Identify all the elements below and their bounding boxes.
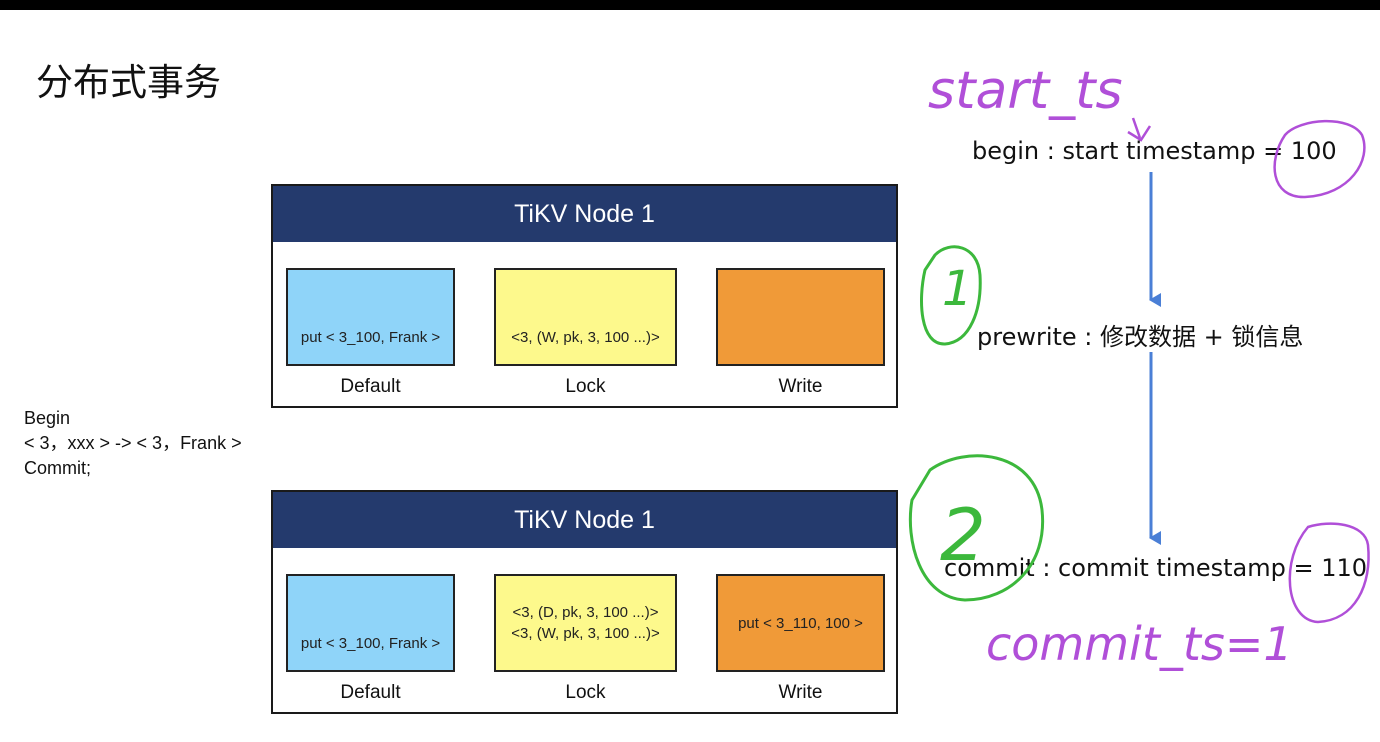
default-cf-value: put < 3_100, Frank > [300, 328, 441, 346]
circle-start-ts-value [1273, 119, 1366, 199]
transaction-begin: Begin [24, 408, 71, 428]
lock-cf-label: Lock [565, 682, 606, 703]
lock-cf-value: <3, (W, pk, 3, 100 ...)> [511, 328, 660, 346]
node-header: TiKV Node 1 [273, 186, 896, 242]
commit-ts-annotation: commit_ts=1 [986, 617, 1293, 671]
top-bar [0, 0, 1380, 10]
circle-step-two [908, 454, 1045, 602]
page-title: 分布式事务 [36, 61, 221, 104]
lock-cf-box: <3, (D, pk, 3, 100 ...)> <3, (W, pk, 3, … [494, 574, 677, 672]
lock-cf-label: Lock [565, 376, 606, 397]
default-cf-label: Default [340, 682, 401, 703]
commit-step: commit : commit timestamp = 110 [944, 554, 1368, 582]
default-cf-value: put < 3_100, Frank > [300, 634, 441, 652]
circle-commit-ts-value [1288, 522, 1370, 624]
default-cf-box: put < 3_100, Frank > [286, 574, 455, 672]
default-cf-box: put < 3_100, Frank > [286, 268, 455, 366]
node-header: TiKV Node 1 [273, 492, 896, 548]
start-ts-annotation: start_ts [928, 61, 1123, 121]
lock-cf-value-delete: <3, (D, pk, 3, 100 ...)> [512, 604, 659, 621]
tikv-node-1-after: TiKV Node 1 put < 3_100, Frank > <3, (D,… [271, 490, 898, 714]
step-one-marker: 1 [942, 261, 973, 317]
write-cf-label: Write [778, 376, 823, 397]
lock-cf-value-write: <3, (W, pk, 3, 100 ...)> [511, 625, 660, 642]
transaction-commit: Commit; [24, 458, 91, 478]
write-cf-label: Write [778, 682, 823, 703]
step-two-marker: 2 [940, 493, 986, 577]
write-cf-value: put < 3_110, 100 > [738, 614, 863, 632]
start-ts-pointer [1127, 117, 1152, 142]
transaction-change: < 3，xxx > -> < 3，Frank > [24, 433, 242, 453]
default-cf-label: Default [340, 376, 401, 397]
prewrite-step: prewrite : 修改数据 + 锁信息 [977, 323, 1304, 351]
lock-cf-box: <3, (W, pk, 3, 100 ...)> [494, 268, 677, 366]
transaction-statement: Begin < 3，xxx > -> < 3，Frank > Commit; [24, 406, 242, 481]
write-cf-box [716, 268, 885, 366]
circle-step-one [920, 245, 982, 346]
write-cf-box: put < 3_110, 100 > [716, 574, 885, 672]
tikv-node-1-before: TiKV Node 1 put < 3_100, Frank > <3, (W,… [271, 184, 898, 408]
